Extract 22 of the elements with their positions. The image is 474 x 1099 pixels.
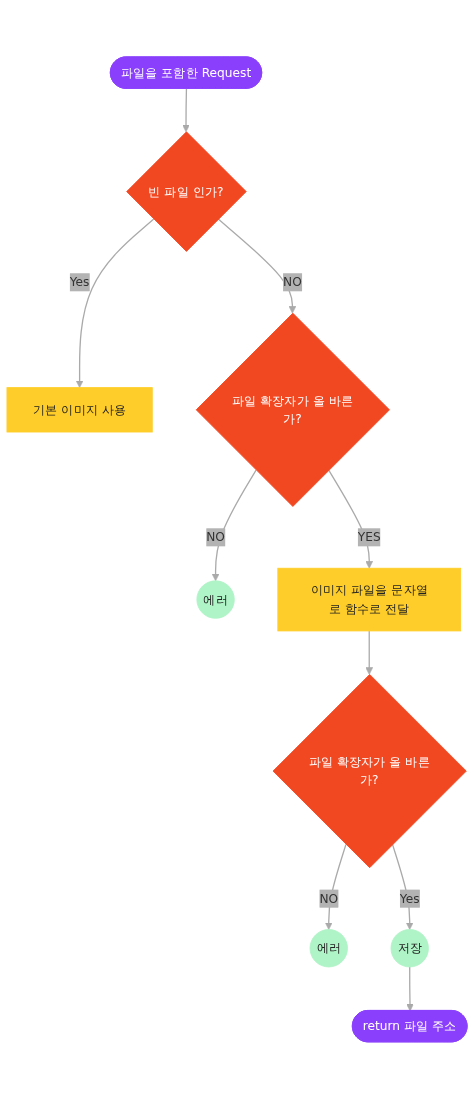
arrow — [324, 843, 347, 930]
arrow — [217, 218, 297, 314]
node-diamond: 파일 확장자가 올 바른가? — [195, 312, 390, 507]
node-circle: 저장 — [390, 929, 429, 968]
edge-label: Yes — [69, 275, 90, 289]
arrow — [406, 966, 414, 1012]
arrow — [328, 469, 374, 569]
edge-label: YES — [357, 530, 381, 544]
node-circle: 에러 — [196, 580, 235, 619]
edge-label: NO — [283, 275, 302, 289]
arrow — [182, 88, 190, 133]
edge-label: NO — [319, 891, 339, 906]
edge-label: NO — [206, 530, 225, 544]
node-box: 기본 이미지 사용 — [6, 387, 153, 433]
node-circle: 에러 — [309, 929, 348, 968]
node-diamond: 파일 확장자가 올 바른가? — [272, 674, 467, 869]
edge-label: Yes — [399, 891, 420, 906]
node-box: 이미지 파일을 문자열로 함수로 전달 — [277, 567, 462, 632]
arrow — [75, 218, 155, 389]
node-diamond: 빈 파일 인가? — [126, 131, 247, 252]
arrow — [211, 469, 257, 582]
arrow — [365, 630, 374, 675]
